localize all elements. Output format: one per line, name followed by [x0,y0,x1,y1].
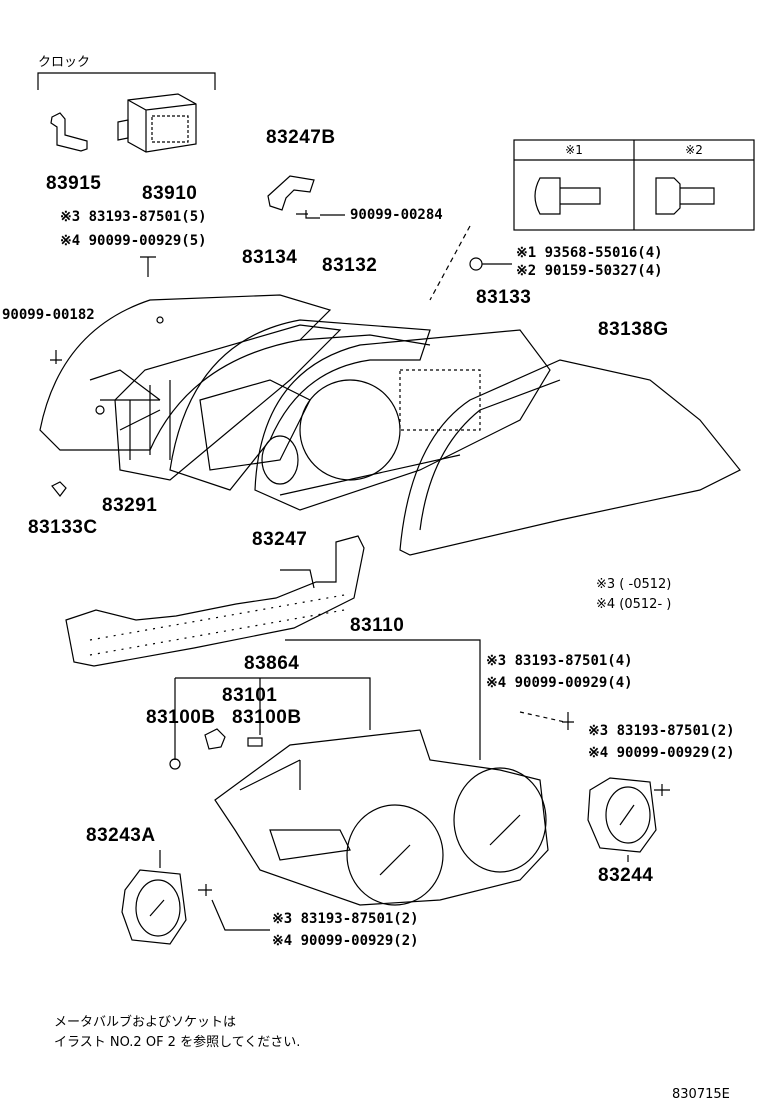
part-83247B[interactable]: 83247B [266,127,336,148]
part-83247[interactable]: 83247 [252,529,308,550]
bolt-right-1[interactable]: ※3 83193-87501(2) [588,723,735,739]
part-83244[interactable]: 83244 [598,865,654,886]
footer-note-2: イラスト NO.2 OF 2 を参照してください. [54,1035,301,1050]
part-83110[interactable]: 83110 [350,615,405,636]
part-83100B-b [247,737,263,747]
screw-90099-00182[interactable]: 90099-00182 [2,307,95,323]
bolt-mid-1[interactable]: ※3 83193-87501(4) [486,653,633,669]
part-83100B-b[interactable]: 83100B [232,707,302,728]
leader-dashed-right [519,711,566,723]
part-83910[interactable]: 83910 [142,183,198,204]
clock-label: クロック [38,55,91,70]
note-3: ※3 ( -0512) [596,577,672,592]
bolt-mid-2[interactable]: ※4 90099-00929(4) [486,675,633,691]
frame-83132-drawing [169,319,431,491]
note-4: ※4 (0512- ) [596,597,672,612]
screw-90099-00284[interactable]: 90099-00284 [350,207,443,223]
part-83100B-a[interactable]: 83100B [146,707,216,728]
part-83133C[interactable]: 83133C [28,517,98,538]
bolt-bottom-1[interactable]: ※3 83193-87501(2) [272,911,419,927]
bulb-83100B [169,758,181,770]
bolt-left-1[interactable]: ※3 83193-87501(5) [60,209,207,225]
bolt-table-drawing [513,139,755,231]
housing-83291-drawing [114,324,342,481]
screw-left-top [140,256,156,277]
part-83134[interactable]: 83134 [242,247,298,268]
clock-bracket-line [37,72,216,90]
bolt-s1[interactable]: ※1 93568-55016(4) [516,245,663,261]
bracket-83247B-drawing [267,175,320,219]
bolt-left-2[interactable]: ※4 90099-00929(5) [60,233,207,249]
part-83864[interactable]: 83864 [244,653,300,674]
part-83915[interactable]: 83915 [46,173,102,194]
s-mark-icon [469,257,483,271]
part-83101[interactable]: 83101 [222,685,278,706]
table-header-2: ※2 [685,143,703,157]
bolt-s2[interactable]: ※2 90159-50327(4) [516,263,663,279]
bracket-83915-drawing [50,112,88,152]
leader-dashed-s [429,225,471,301]
gauge-83244-drawing [587,777,657,862]
bolt-bottom-2[interactable]: ※4 90099-00929(2) [272,933,419,949]
leader-bottom [211,899,270,931]
part-83243A[interactable]: 83243A [86,825,156,846]
part-83138G[interactable]: 83138G [598,319,669,340]
face-83133-drawing [254,329,551,511]
leader-83110 [285,639,481,760]
screw-00182 [50,350,62,364]
gauge-83243A-drawing [121,850,187,945]
socket-83101 [204,728,226,750]
screw-83244 [654,784,670,796]
screw-83243A [198,884,212,896]
meter-83110-drawing [214,729,549,906]
clock-83910-drawing [117,93,197,153]
footer-note-1: メータバルブおよびソケットは [54,1015,237,1030]
clip-83133C [51,481,67,497]
bracket-83247-drawing [65,535,365,667]
table-header-1: ※1 [565,143,583,157]
bolt-right-2[interactable]: ※4 90099-00929(2) [588,745,735,761]
part-83133[interactable]: 83133 [476,287,532,308]
glass-83138G-drawing [399,359,741,556]
part-83291[interactable]: 83291 [102,495,158,516]
leader-83864 [175,677,371,730]
illustration-code: 830715E [672,1087,730,1102]
part-83132[interactable]: 83132 [322,255,378,276]
screw-right [562,712,574,730]
